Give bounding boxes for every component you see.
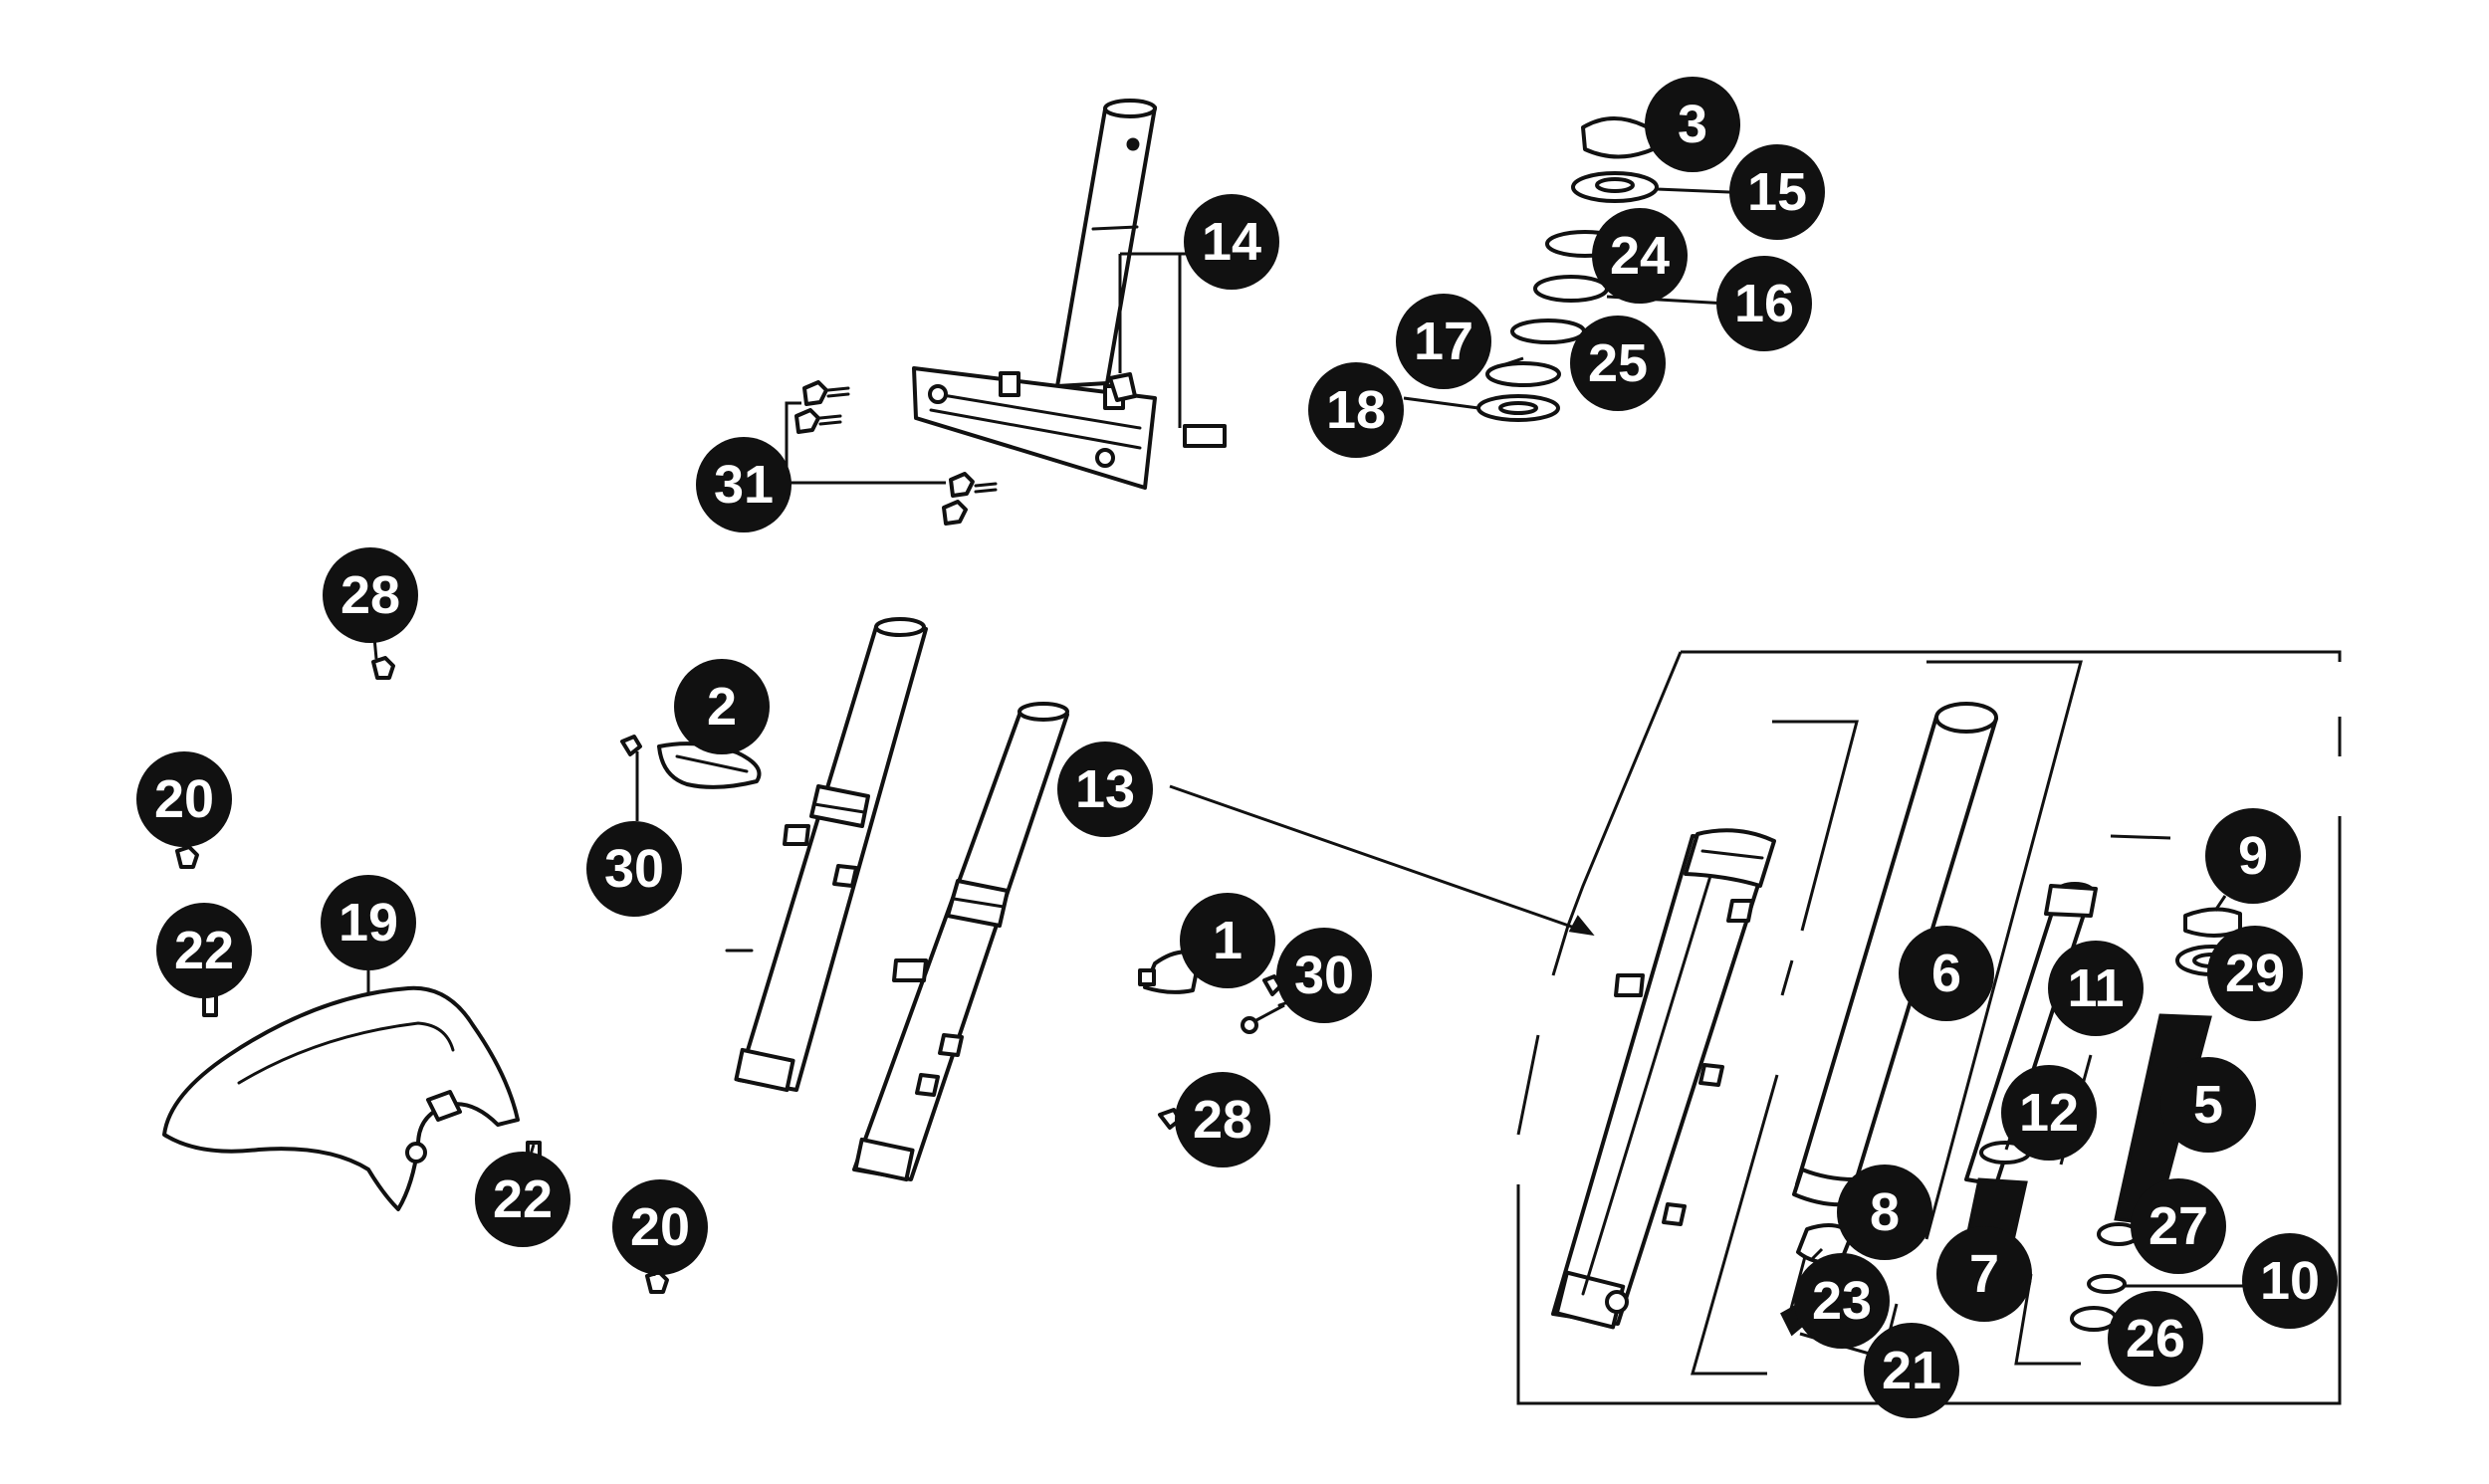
callout-17-label: 17: [1414, 312, 1473, 371]
callout-30-right: 30: [1276, 928, 1372, 1023]
callout-27-label: 27: [2149, 1196, 2208, 1256]
callout-6-label: 6: [1931, 944, 1961, 1003]
callout-29-label: 29: [2225, 944, 2285, 1003]
front-fender-part: [162, 985, 520, 1211]
callout-10-label: 10: [2260, 1251, 2320, 1311]
callout-15-label: 15: [1747, 162, 1807, 222]
callout-12: 12: [2001, 1065, 2097, 1161]
fender-fasteners-parts: [175, 656, 669, 1294]
callout-22-upper-label: 22: [174, 921, 234, 980]
callout-21-label: 21: [1882, 1341, 1941, 1400]
callout-20-upper: 20: [136, 751, 232, 847]
detail-fork-outer-leg-part: [1551, 828, 1776, 1330]
callout-7-label: 7: [1969, 1244, 1999, 1304]
leader-9: [2213, 895, 2227, 912]
callout-16-label: 16: [1734, 274, 1794, 333]
callout-16: 16: [1716, 256, 1812, 351]
callout-20-upper-label: 20: [154, 769, 214, 829]
callout-28-upper: 28: [323, 547, 418, 643]
leader-30b: [1255, 1003, 1285, 1022]
callout-20-lower: 20: [612, 1179, 708, 1275]
callout-21: 21: [1864, 1323, 1959, 1418]
bolts-part: [794, 380, 998, 526]
callout-19: 19: [321, 875, 416, 970]
detail-plane-1: [1691, 720, 1859, 1376]
callout-19-label: 19: [339, 893, 398, 953]
callout-11-label: 11: [2067, 958, 2124, 1018]
callout-1: 1: [1180, 893, 1275, 988]
callout-13: 13: [1057, 742, 1153, 837]
callout-22-lower-label: 22: [493, 1169, 553, 1229]
callout-18: 18: [1308, 362, 1404, 458]
callout-8-label: 8: [1870, 1182, 1900, 1242]
callout-11: 11: [2048, 941, 2144, 1036]
callout-18-label: 18: [1326, 380, 1386, 440]
callout-2-label: 2: [707, 677, 737, 737]
callout-27: 27: [2131, 1178, 2226, 1274]
callout-23-label: 23: [1812, 1271, 1872, 1331]
callout-9: 9: [2205, 808, 2301, 904]
callout-25: 25: [1570, 316, 1666, 411]
fork-leg-left-part: [725, 617, 928, 1093]
callout-28-upper-label: 28: [340, 565, 400, 625]
callout-30-left-label: 30: [604, 839, 664, 899]
callout-22-upper: 22: [156, 903, 252, 998]
callout-13-label: 13: [1075, 759, 1135, 819]
callout-14: 14: [1184, 194, 1279, 290]
callout-25-label: 25: [1588, 333, 1648, 393]
callout-28-lower: 28: [1175, 1072, 1270, 1167]
callout-26-label: 26: [2126, 1309, 2185, 1369]
callout-22-lower: 22: [475, 1152, 570, 1247]
bearing-stack-parts: [1476, 116, 1659, 422]
leader-23: [1810, 1247, 1824, 1261]
callout-8: 8: [1837, 1165, 1932, 1260]
callout-24-label: 24: [1610, 226, 1670, 286]
callout-3: 3: [1645, 77, 1740, 172]
callout-6: 6: [1899, 926, 1994, 1021]
callout-12-label: 12: [2019, 1083, 2079, 1143]
callout-31-label: 31: [714, 455, 774, 515]
callout-15: 15: [1729, 144, 1825, 240]
callout-2: 2: [674, 659, 770, 754]
leader-13-to-detail: [1169, 784, 1584, 933]
callout-29: 29: [2207, 926, 2303, 1021]
callout-28-lower-label: 28: [1193, 1090, 1252, 1150]
callout-7: 7: [1936, 1226, 2032, 1322]
callout-31: 31: [696, 437, 792, 532]
callout-30-right-label: 30: [1294, 946, 1354, 1005]
callout-5: 5: [2160, 1057, 2256, 1153]
steering-stem-part: [912, 99, 1227, 490]
callout-23: 23: [1794, 1253, 1890, 1349]
callout-24: 24: [1592, 208, 1688, 304]
callout-1-label: 1: [1213, 911, 1243, 970]
callout-10: 10: [2242, 1233, 2338, 1329]
callout-5-label: 5: [2193, 1075, 2223, 1135]
callout-3-label: 3: [1678, 95, 1707, 154]
callout-20-lower-label: 20: [630, 1197, 690, 1257]
callout-17: 17: [1396, 294, 1491, 389]
callout-14-label: 14: [1202, 212, 1261, 272]
callout-26: 26: [2108, 1291, 2203, 1386]
fork-leg-right-part: [852, 702, 1069, 1182]
callout-9-label: 9: [2238, 826, 2268, 886]
callout-30-left: 30: [586, 821, 682, 917]
part-callouts: 3 15 14 24 16 17 25 18 31 28 2: [136, 77, 2338, 1418]
